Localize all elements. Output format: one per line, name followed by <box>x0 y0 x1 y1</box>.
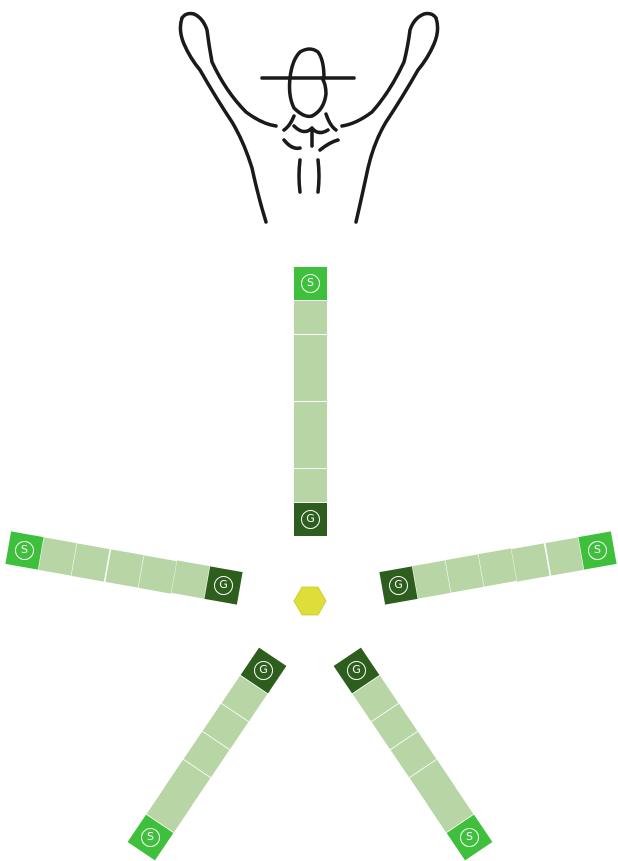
diagram: GSGSGSGSGS <box>0 0 618 844</box>
center-hexagon-icon <box>0 0 618 844</box>
